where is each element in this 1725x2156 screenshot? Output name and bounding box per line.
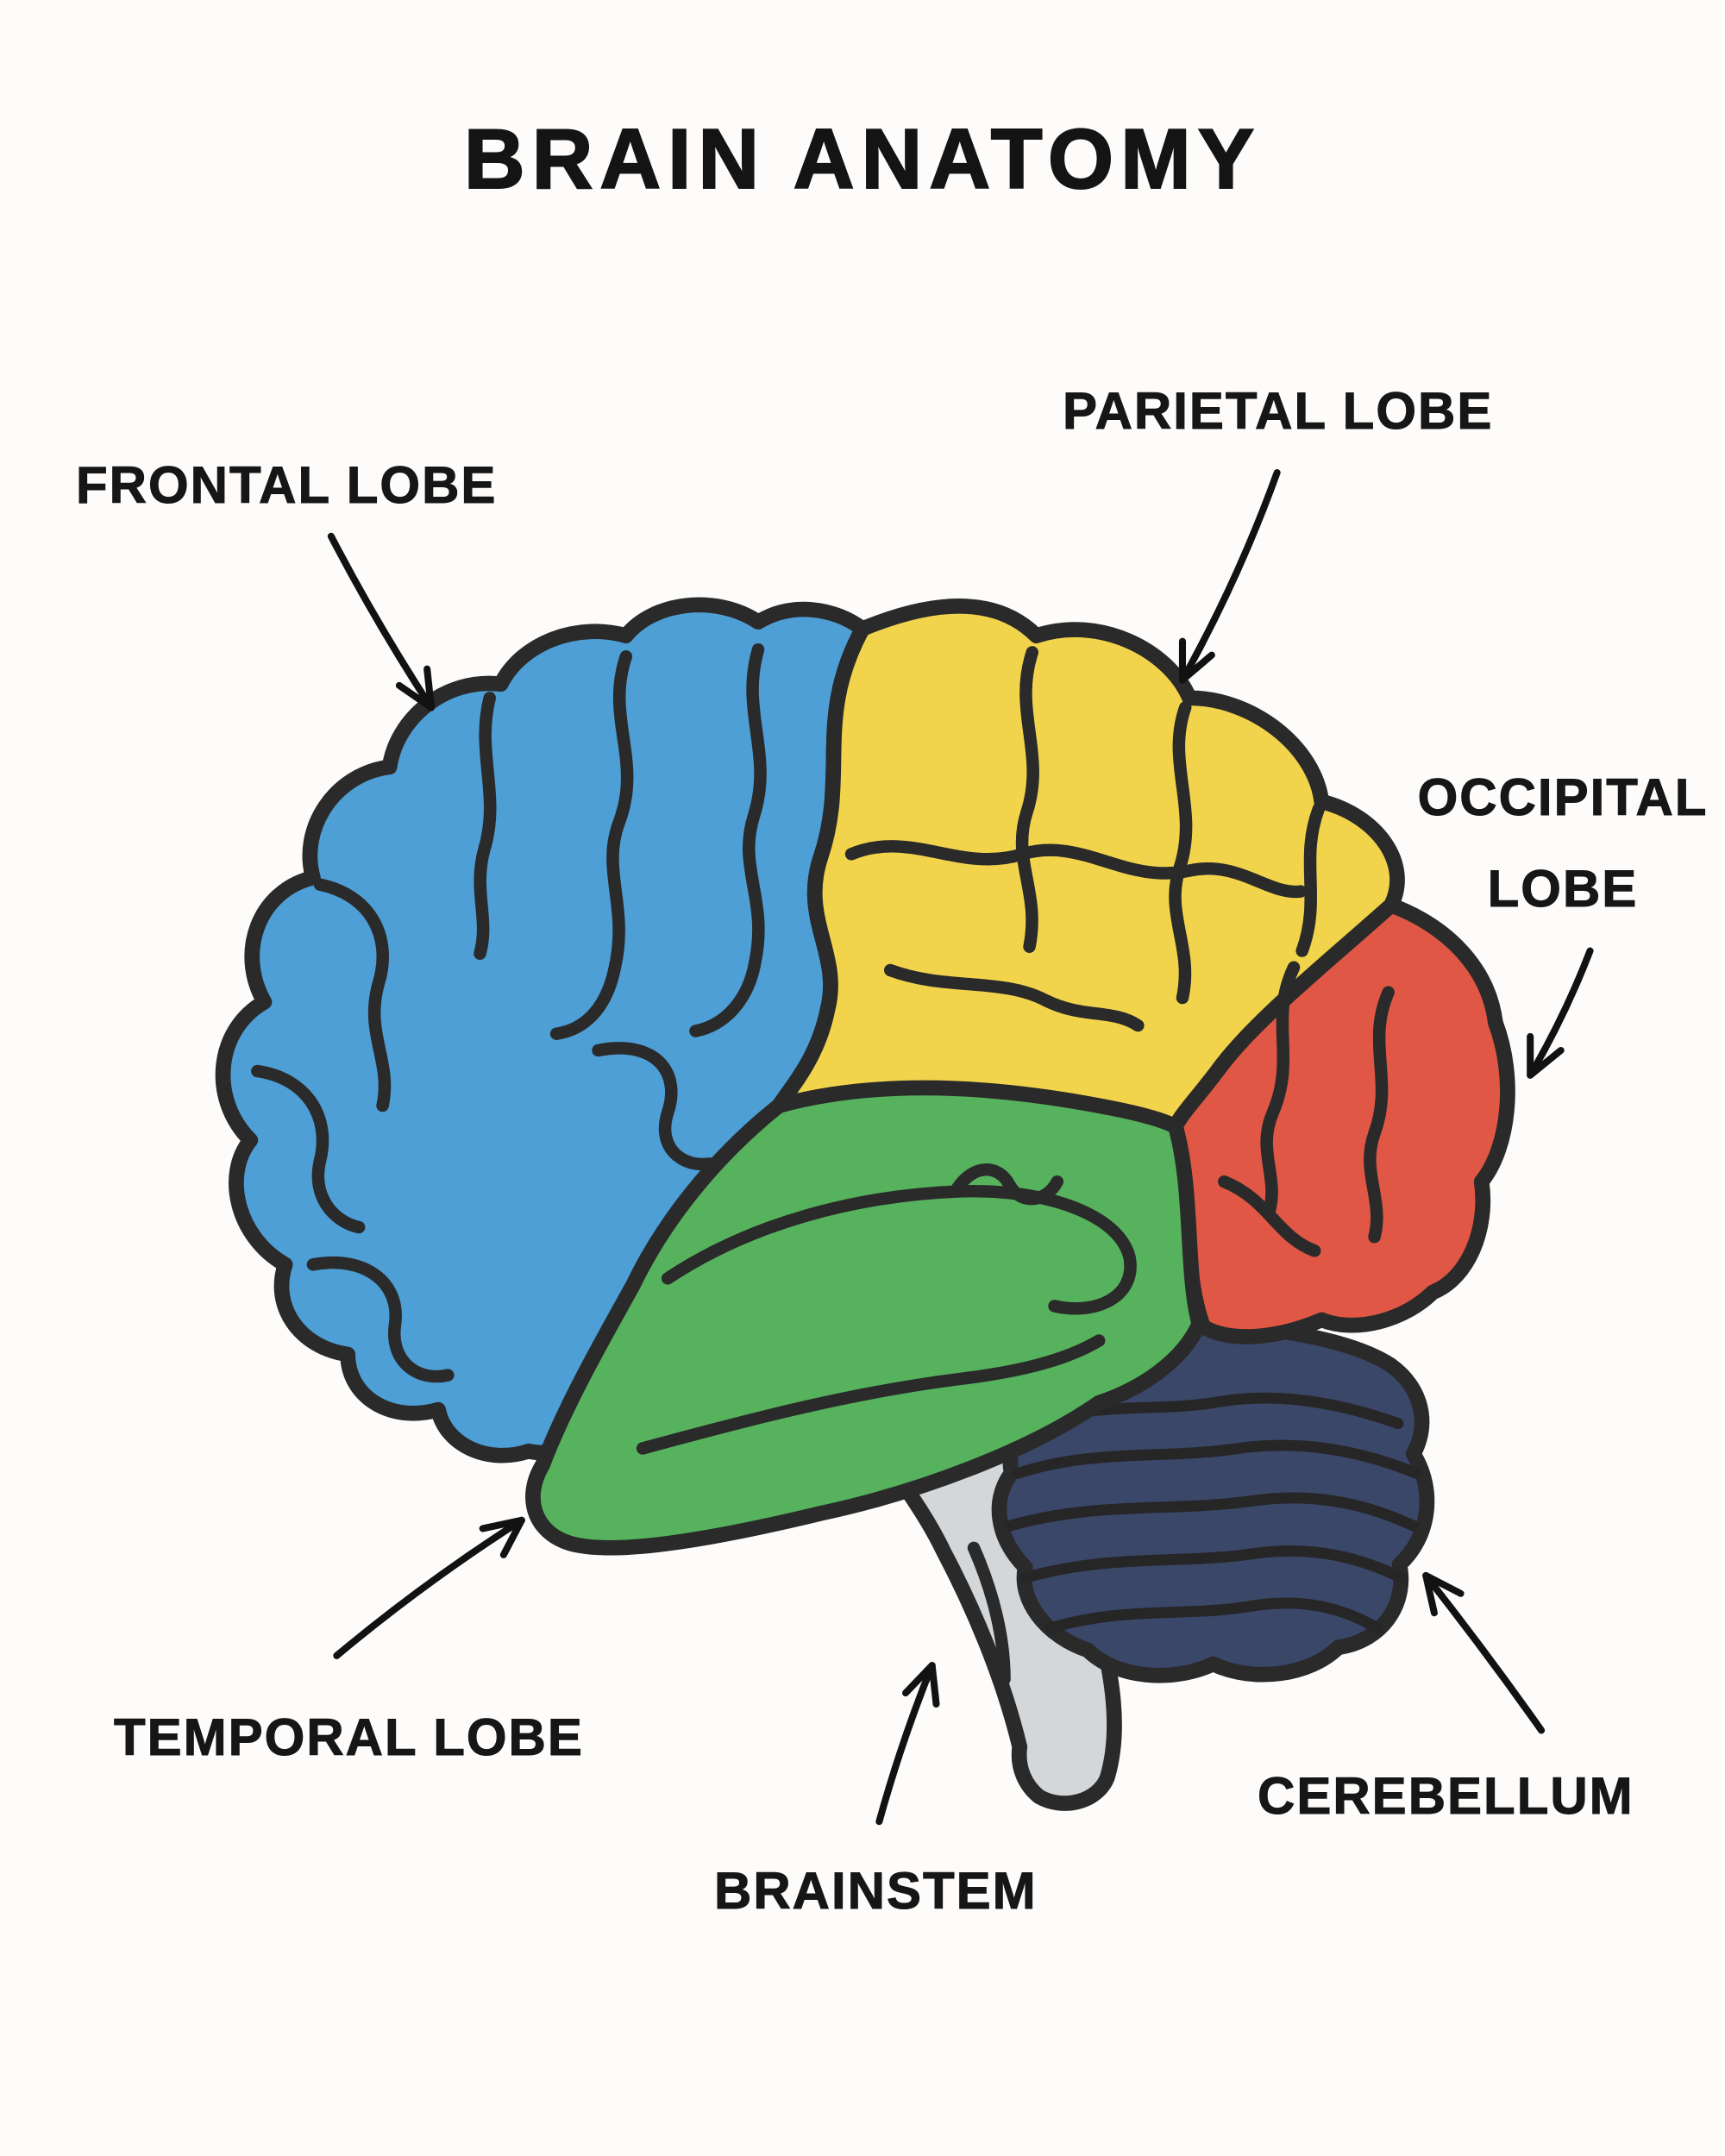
frontal-lobe-sulci [251,642,767,1383]
occipital-lobe-sulci [1218,961,1395,1257]
label-temporal-lobe: TEMPORAL LOBE [114,1708,584,1767]
brainstem-arrow [875,1662,940,1826]
frontal-lobe-arrow [327,532,436,711]
parietal-lobe-arrow [1178,469,1281,684]
label-occipital-lobe: OCCIPITAL LOBE [1404,752,1722,935]
label-parietal-lobe: PARIETAL LOBE [1062,382,1494,441]
page-title: BRAIN ANATOMY [463,110,1262,207]
label-frontal-lobe: FRONTAL LOBE [75,456,498,515]
temporal-lobe-arrow [333,1516,525,1659]
parietal-lobe-sulci [844,646,1326,1032]
label-brainstem: BRAINSTEM [714,1862,1038,1921]
label-cerebellum: CEREBELLUM [1258,1767,1634,1826]
occipital-lobe-arrow [1527,947,1594,1079]
label-occipital-line2: LOBE [1487,860,1639,918]
temporal-lobe-sulci [636,1163,1137,1455]
label-occipital-line1: OCCIPITAL [1417,768,1709,827]
cerebellum-arrow [1422,1571,1546,1734]
brainstem-sulcus [967,1541,1011,1686]
occipital-lobe-region [1168,897,1515,1344]
